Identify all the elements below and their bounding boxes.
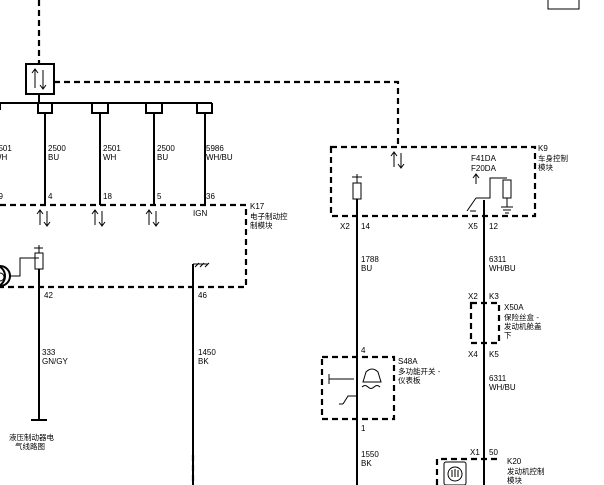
bidirectional-arrows-icon	[36, 209, 160, 227]
partial-module-box	[547, 0, 580, 10]
connector-label: X4	[468, 350, 478, 359]
svg-text:WH/BU: WH/BU	[489, 383, 516, 392]
svg-text:液压制动器电: 液压制动器电	[9, 432, 54, 442]
svg-text:1450: 1450	[198, 348, 216, 357]
bus-wires	[44, 113, 206, 205]
svg-text:K9: K9	[538, 144, 548, 153]
svg-text:BU: BU	[157, 153, 168, 162]
bus-wire-label-2: 2500 BU 4	[48, 144, 66, 201]
bus-wire-label-5: 5986 WH/BU 36	[206, 144, 233, 201]
k9-internal-resistor	[352, 174, 362, 485]
bus-bar	[0, 102, 213, 114]
s48a-switch-box: 4 1 S48A 多功能开关 - 仪表板	[320, 346, 441, 433]
svg-text:气线路图: 气线路图	[15, 441, 45, 451]
svg-text:模块: 模块	[507, 475, 522, 485]
pin-number: 42	[44, 291, 53, 300]
pin-number: 4	[48, 192, 53, 201]
switch-contact-icon	[466, 173, 507, 212]
svg-text:X50A: X50A	[504, 303, 524, 312]
switch-contact-icon	[328, 374, 356, 405]
svg-text:2500: 2500	[157, 144, 175, 153]
svg-text:WH/BU: WH/BU	[489, 264, 516, 273]
svg-text:下: 下	[504, 331, 512, 340]
circuit-1788: 1788 BU	[361, 255, 379, 273]
svg-text:WH/BU: WH/BU	[206, 153, 233, 162]
pin-number: K5	[489, 350, 499, 359]
svg-text:2501: 2501	[103, 144, 121, 153]
svg-text:车身控制: 车身控制	[538, 153, 568, 163]
bus-wire-label-3: 2501 WH 18	[103, 144, 121, 201]
svg-text:F20DA: F20DA	[471, 164, 497, 173]
svg-text:6311: 6311	[489, 374, 507, 383]
svg-text:K20: K20	[507, 457, 522, 466]
svg-text:333: 333	[42, 348, 56, 357]
brake-warning-icon	[0, 257, 39, 287]
svg-text:多功能开关 -: 多功能开关 -	[398, 366, 441, 376]
bus-wire-label-4: 2500 BU 5	[157, 144, 175, 201]
svg-text:BU: BU	[361, 264, 372, 273]
x50a-fuse-block: X2 K3 X4 K5 X50A 保险丝盒 - 发动机舱盖 下	[468, 292, 542, 359]
svg-text:K17: K17	[250, 202, 265, 211]
bidirectional-arrows-icon	[25, 63, 55, 95]
svg-text:F41DA: F41DA	[471, 154, 497, 163]
pin-number: 5	[157, 192, 162, 201]
connector-label: X2	[468, 292, 478, 301]
circuit-1450: 1450 BK	[198, 348, 216, 366]
connector-label: X2	[340, 222, 350, 231]
svg-text:电子制动控: 电子制动控	[250, 211, 288, 221]
svg-text:保险丝盒 -: 保险丝盒 -	[504, 312, 539, 322]
circuit-333: 333 GN/GY 液压制动器电 气线路图	[9, 310, 68, 451]
k20-module-box: X1 50 K20 发动机控制 模块	[435, 448, 545, 485]
pin-number: 12	[489, 222, 498, 231]
svg-text:1788: 1788	[361, 255, 379, 264]
pin-number: 36	[206, 192, 215, 201]
pin-number: 46	[198, 291, 207, 300]
engine-control-icon	[443, 461, 467, 485]
svg-text:发动机控制: 发动机控制	[507, 466, 545, 476]
pin-number: 1	[361, 424, 366, 433]
svg-text:仪表板: 仪表板	[398, 375, 421, 385]
k17-module-box: K17 电子制动控 制模块 IGN	[0, 202, 288, 289]
data-bus-line	[37, 0, 400, 145]
stability-control-icon	[361, 368, 382, 389]
svg-text:WH: WH	[103, 153, 117, 162]
svg-text:制模块: 制模块	[250, 220, 273, 230]
pin-number: 50	[489, 448, 498, 457]
svg-text:BU: BU	[48, 153, 59, 162]
svg-text:GN/GY: GN/GY	[42, 357, 68, 366]
svg-text:2500: 2500	[48, 144, 66, 153]
circuit-6311-lower: 6311 WH/BU	[489, 374, 516, 392]
bus-wire-label-1: 2501 WH 19	[0, 144, 12, 201]
svg-text:模块: 模块	[538, 162, 553, 172]
pin-number: 18	[103, 192, 112, 201]
svg-text:6311: 6311	[489, 255, 507, 264]
ign-label: IGN	[193, 209, 207, 218]
circuit-1550: 1550 BK	[361, 450, 379, 468]
svg-text:5986: 5986	[206, 144, 224, 153]
connector-label: X1	[470, 448, 480, 457]
svg-text:S48A: S48A	[398, 357, 418, 366]
circuit-6311-upper: 6311 WH/BU	[489, 255, 516, 273]
svg-text:1550: 1550	[361, 450, 379, 459]
k9-module-box: K9 车身控制 模块	[329, 144, 568, 218]
pin-number: K3	[489, 292, 499, 301]
svg-text:WH: WH	[0, 153, 8, 162]
svg-text:BK: BK	[361, 459, 372, 468]
svg-text:发动机舱盖: 发动机舱盖	[504, 321, 542, 331]
fuse-labels: F41DA F20DA	[471, 154, 497, 173]
svg-text:2501: 2501	[0, 144, 12, 153]
pin-number: 14	[361, 222, 370, 231]
ground-symbol-icon	[192, 262, 210, 485]
svg-text:BK: BK	[198, 357, 209, 366]
fuse-icon	[501, 179, 513, 214]
bidirectional-arrows-icon	[390, 151, 405, 169]
pin-number: 19	[0, 192, 3, 201]
pin-number: 4	[361, 346, 366, 355]
connector-label: X5	[468, 222, 478, 231]
k17-internal-resistor	[34, 245, 44, 310]
